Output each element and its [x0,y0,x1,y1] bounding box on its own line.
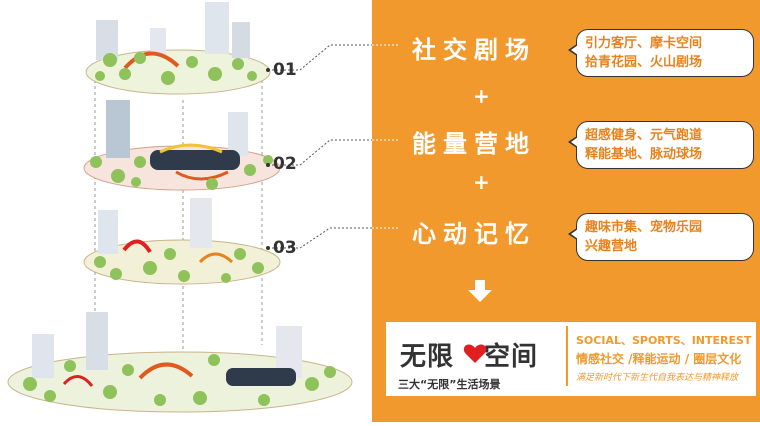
theme-items-energy-line1: 超感健身、元气跑道 [585,128,703,143]
theme-items-energy-line2: 释能基地、脉动球场 [585,147,703,162]
theme-items-memory-line2: 兴趣营地 [585,239,638,254]
summary-subtitle: 三大“无限”生活场景 [398,378,501,391]
illustration-svg [7,2,400,413]
vertical-guides [94,80,263,360]
summary-title: 无限空间 [400,336,538,373]
plus-sign-2: + [473,170,490,194]
theme-items-energy: 超感健身、元气跑道 释能基地、脉动球场 [568,121,754,169]
theme-title-memory: 心动记忆 [412,220,536,248]
summary-title-left: 无限 [400,342,455,372]
summary-box [386,322,756,396]
arrow-down-icon [468,280,492,302]
summary-cn-keywords: 情感社交 /释能运动 / 圈层文化 [576,352,742,366]
level-number-01: 01 [273,60,297,80]
layer-2-energy-camp [83,100,281,191]
heart-icon [463,344,487,363]
summary-en-keywords: SOCIAL、SPORTS、INTEREST [576,334,752,347]
level-number-02: 02 [273,154,297,174]
summary-tagline: 满足新时代下新生代自我表达与精神释放 [576,373,739,383]
leader-lines [268,44,400,249]
theme-items-social-line2: 拾青花园、火山剧场 [585,55,703,70]
layer-3-heart-memory [83,198,281,285]
layer-1-social-theater [85,2,271,95]
level-number-03: 03 [273,238,297,258]
theme-items-social-line1: 引力客厅、摩卡空间 [585,36,703,51]
layer-combined-base [7,312,353,413]
theme-title-social: 社交剧场 [412,36,536,64]
theme-items-memory: 趣味市集、宠物乐园 兴趣营地 [568,213,754,261]
plus-sign-1: + [473,84,490,108]
layered-park-illustration [0,0,400,422]
theme-title-energy: 能量营地 [412,130,536,158]
theme-items-memory-line1: 趣味市集、宠物乐园 [585,220,703,235]
summary-title-right: 空间 [484,342,539,372]
summary-divider [566,326,568,386]
theme-items-social: 引力客厅、摩卡空间 拾青花园、火山剧场 [568,29,754,77]
